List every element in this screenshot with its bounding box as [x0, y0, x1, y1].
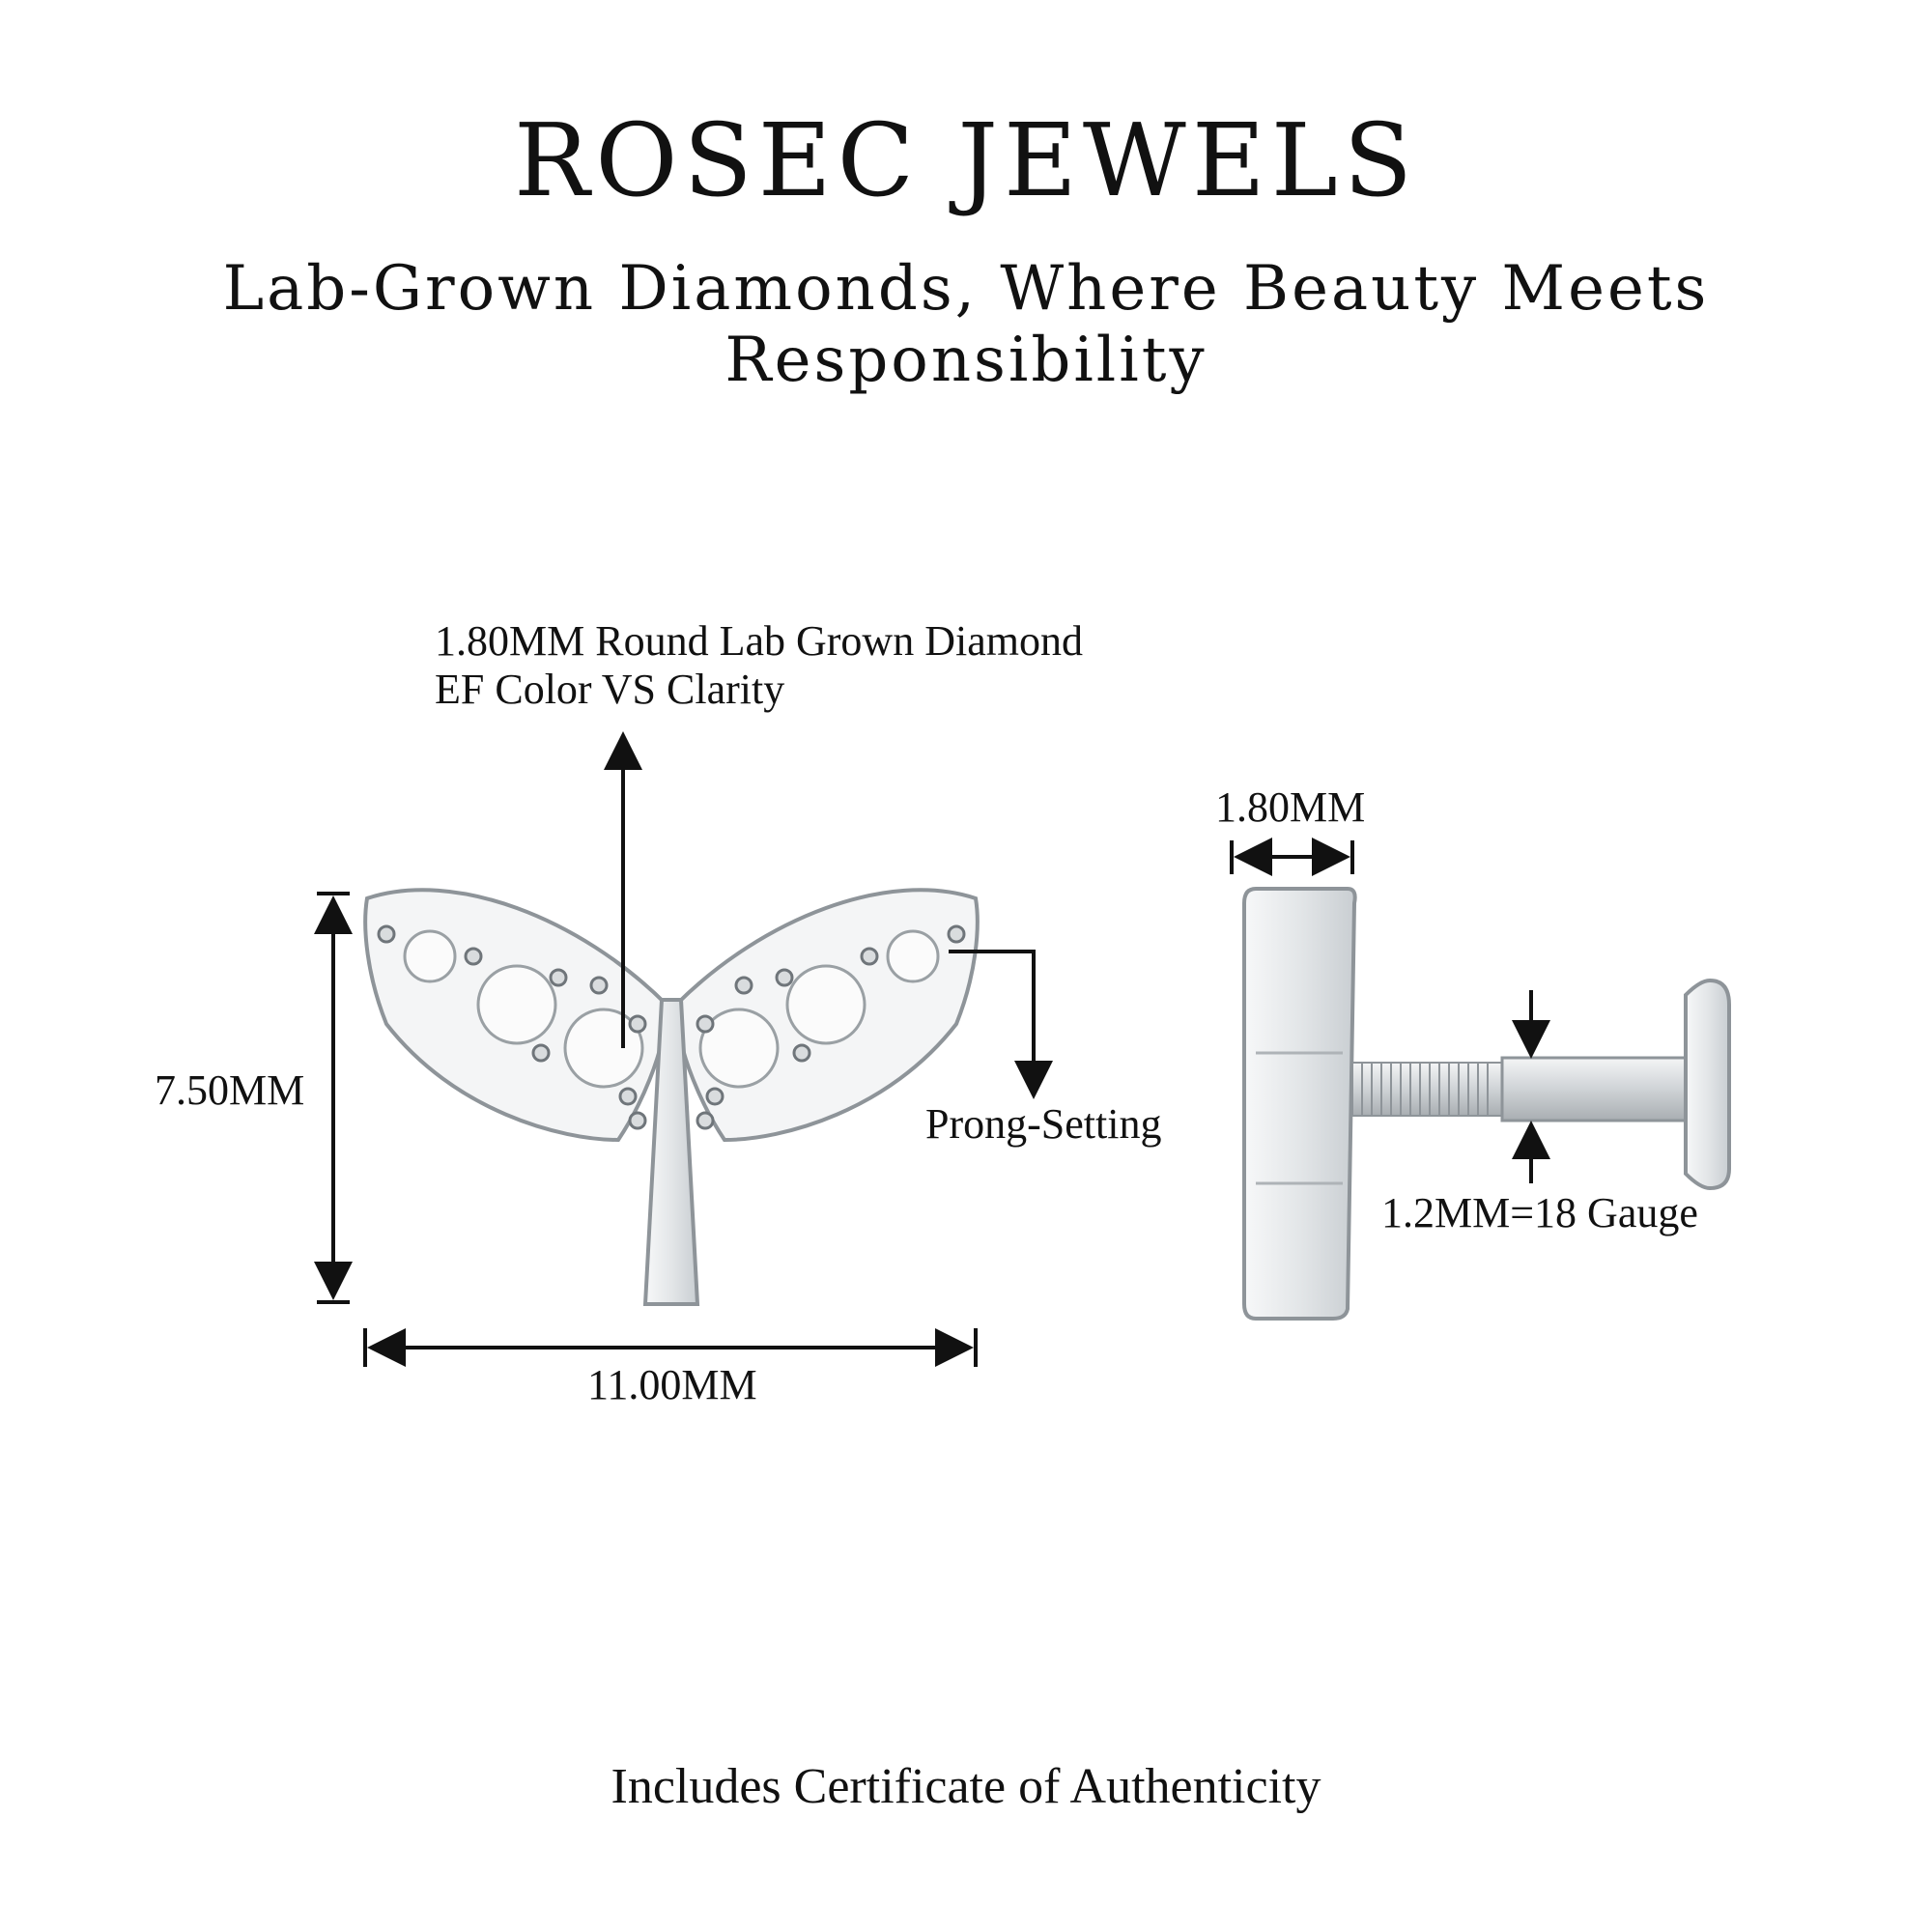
- stud-side-view: [1242, 887, 1731, 1321]
- certificate-note: Includes Certificate of Authenticity: [611, 1759, 1321, 1814]
- width-label: 11.00MM: [587, 1361, 757, 1408]
- tail-stem: [642, 998, 700, 1306]
- prong-beads: [377, 924, 966, 1130]
- dimension-lines: [314, 731, 1550, 1367]
- smooth-post: [1500, 1056, 1697, 1122]
- gauge-label: 1.2MM=18 Gauge: [1381, 1189, 1698, 1236]
- tagline: Lab-Grown Diamonds, Where Beauty Meets R…: [222, 253, 1710, 396]
- prong-setting-label: Prong-Setting: [925, 1100, 1162, 1148]
- back-disc: [1684, 978, 1731, 1191]
- brand-title: ROSEC JEWELS: [513, 101, 1419, 219]
- whale-tail-front-view: [363, 888, 980, 1306]
- prong-callout-line: [949, 950, 1036, 1087]
- diamond-spec-line2: EF Color VS Clarity: [435, 666, 785, 713]
- thickness-label: 1.80MM: [1215, 783, 1366, 831]
- diamond-spec-line1: 1.80MM Round Lab Grown Diamond: [435, 617, 1083, 665]
- side-view-head: [1242, 887, 1357, 1321]
- height-label: 7.50MM: [155, 1066, 305, 1114]
